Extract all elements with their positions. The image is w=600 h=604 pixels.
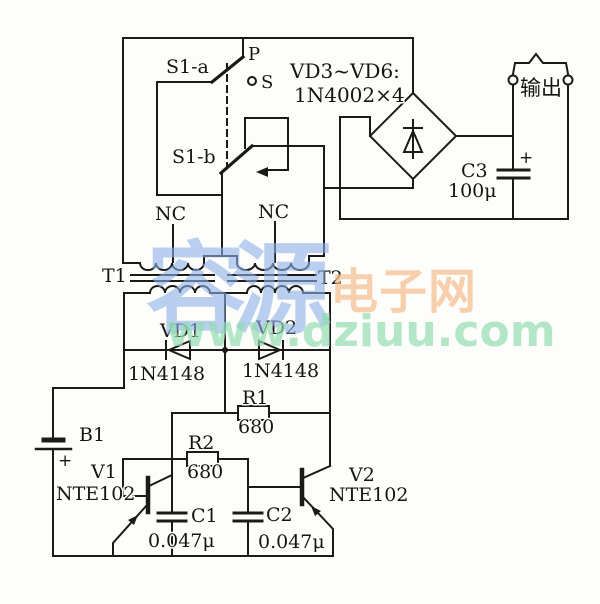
battery-b1 bbox=[34, 437, 73, 451]
diode-row bbox=[123, 339, 331, 361]
label-s-contact: S bbox=[261, 72, 273, 93]
switch-s1b bbox=[203, 117, 325, 264]
transformer-t1 bbox=[130, 261, 215, 295]
t2-primary-coil bbox=[245, 285, 305, 295]
label-r2: R2 bbox=[188, 432, 214, 454]
label-r1: R1 bbox=[242, 387, 268, 409]
label-c1-value: 0.047μ bbox=[148, 530, 215, 552]
resistor-r2 bbox=[186, 451, 219, 467]
resistor-r1 bbox=[237, 405, 270, 421]
v1-emitter-arrow bbox=[128, 515, 138, 525]
label-c3: C3 bbox=[461, 160, 488, 182]
output-terminal-right bbox=[562, 74, 574, 86]
label-c3-value: 100μ bbox=[448, 180, 497, 202]
capacitor-c1 bbox=[156, 511, 188, 523]
bridge-rectifier bbox=[323, 91, 569, 220]
label-bridge-part: 1N4002×4 bbox=[294, 83, 405, 107]
label-bridge-refs: VD3~VD6: bbox=[289, 59, 400, 83]
t1-primary-coil bbox=[148, 285, 212, 295]
label-c2: C2 bbox=[266, 504, 293, 526]
label-vd1: VD1 bbox=[159, 320, 201, 342]
label-v2: V2 bbox=[348, 464, 375, 486]
label-c1: C1 bbox=[191, 505, 218, 527]
junction-dot bbox=[222, 347, 228, 353]
nc-tap-leads bbox=[172, 221, 276, 263]
output-link-symbol bbox=[511, 52, 570, 76]
label-v1-part: NTE102 bbox=[56, 483, 135, 505]
diode-vd2 bbox=[258, 339, 283, 361]
s1a-s-contact-circle bbox=[247, 76, 257, 86]
transistor-v1 bbox=[112, 473, 174, 557]
label-output: 输出 bbox=[520, 76, 562, 100]
label-p-contact: P bbox=[248, 44, 260, 65]
v2-emitter-arrow bbox=[311, 506, 321, 516]
label-r1-value: 680 bbox=[238, 416, 274, 438]
label-vd2-part: 1N4148 bbox=[242, 360, 319, 382]
label-v2-part: NTE102 bbox=[329, 484, 408, 506]
diode-vd1 bbox=[166, 339, 191, 361]
label-t1: T1 bbox=[102, 265, 127, 287]
label-vd1-part: 1N4148 bbox=[128, 363, 205, 385]
label-vd2: VD2 bbox=[255, 317, 297, 339]
t1-core bbox=[130, 274, 215, 282]
t1-secondary-coil bbox=[138, 261, 206, 271]
label-b1: B1 bbox=[79, 424, 105, 446]
transformer-t2 bbox=[227, 261, 317, 295]
wire-primary-side bbox=[52, 292, 333, 557]
label-c3-plus: + bbox=[519, 148, 533, 168]
label-v1: V1 bbox=[90, 461, 117, 483]
output-section bbox=[496, 52, 574, 220]
t2-secondary-coil bbox=[235, 261, 311, 271]
s1b-contact-arrow bbox=[256, 167, 268, 177]
output-terminal-left bbox=[507, 74, 519, 86]
label-s1b: S1-b bbox=[172, 146, 216, 168]
label-nc-t2: NC bbox=[258, 201, 289, 223]
capacitor-c2 bbox=[232, 511, 264, 523]
capacitor-c3 bbox=[496, 168, 531, 180]
wire-top-frame bbox=[122, 37, 414, 264]
label-s1a: S1-a bbox=[166, 56, 209, 78]
label-r2-value: 680 bbox=[187, 461, 223, 483]
label-nc-t1: NC bbox=[155, 203, 186, 225]
label-t2: T2 bbox=[318, 267, 343, 289]
bridge-diode-triangle bbox=[402, 128, 424, 153]
label-c2-value: 0.047μ bbox=[258, 531, 325, 553]
label-b1-plus: + bbox=[58, 451, 72, 471]
t2-core bbox=[227, 274, 317, 282]
wire-multivibrator bbox=[122, 412, 331, 557]
transistor-v2 bbox=[299, 464, 334, 557]
